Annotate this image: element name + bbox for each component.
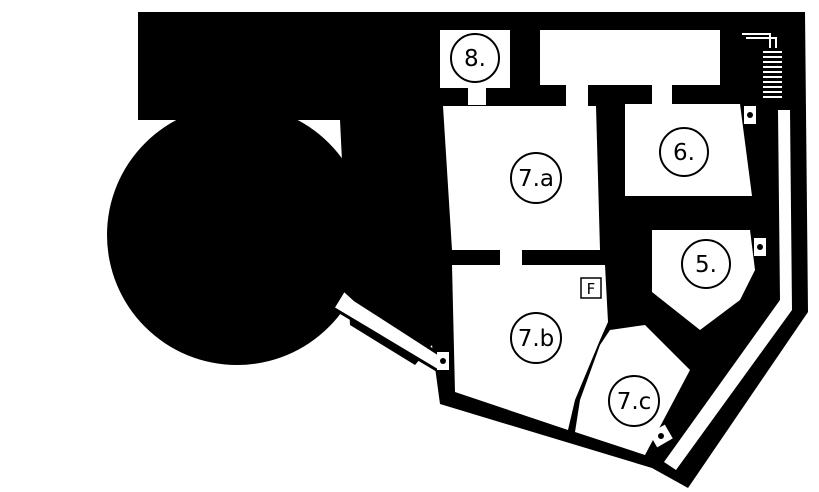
door-7a-7b <box>500 248 522 268</box>
room-7c-label: 7.c <box>617 389 652 415</box>
fireplace-symbol: F <box>580 277 602 299</box>
door-7a-upper <box>566 85 588 107</box>
staircase <box>742 33 782 98</box>
fireplace-label: F <box>587 280 596 298</box>
room-7c-marker: 7.c <box>608 375 660 427</box>
room-7b-label: 7.b <box>518 326 555 352</box>
round-tower <box>107 105 367 365</box>
door-marker-east-lower <box>754 238 766 256</box>
upper-corridor-floor <box>540 30 720 85</box>
door-6-upper <box>652 85 672 105</box>
door-marker-south <box>649 424 673 448</box>
door-marker-passage <box>437 352 449 370</box>
room-7b-marker: 7.b <box>510 312 562 364</box>
room-6-label: 6. <box>673 140 695 166</box>
room-6-marker: 6. <box>659 127 709 177</box>
door-8-upper <box>468 85 486 105</box>
room-5-label: 5. <box>695 252 717 278</box>
room-7a-label: 7.a <box>518 166 554 192</box>
outer-gallery <box>664 110 792 470</box>
room-8-label: 8. <box>464 46 486 72</box>
room-5-marker: 5. <box>681 239 731 289</box>
room-7a-marker: 7.a <box>510 152 562 204</box>
door-marker-east-upper <box>744 106 756 124</box>
room-8-marker: 8. <box>450 33 500 83</box>
